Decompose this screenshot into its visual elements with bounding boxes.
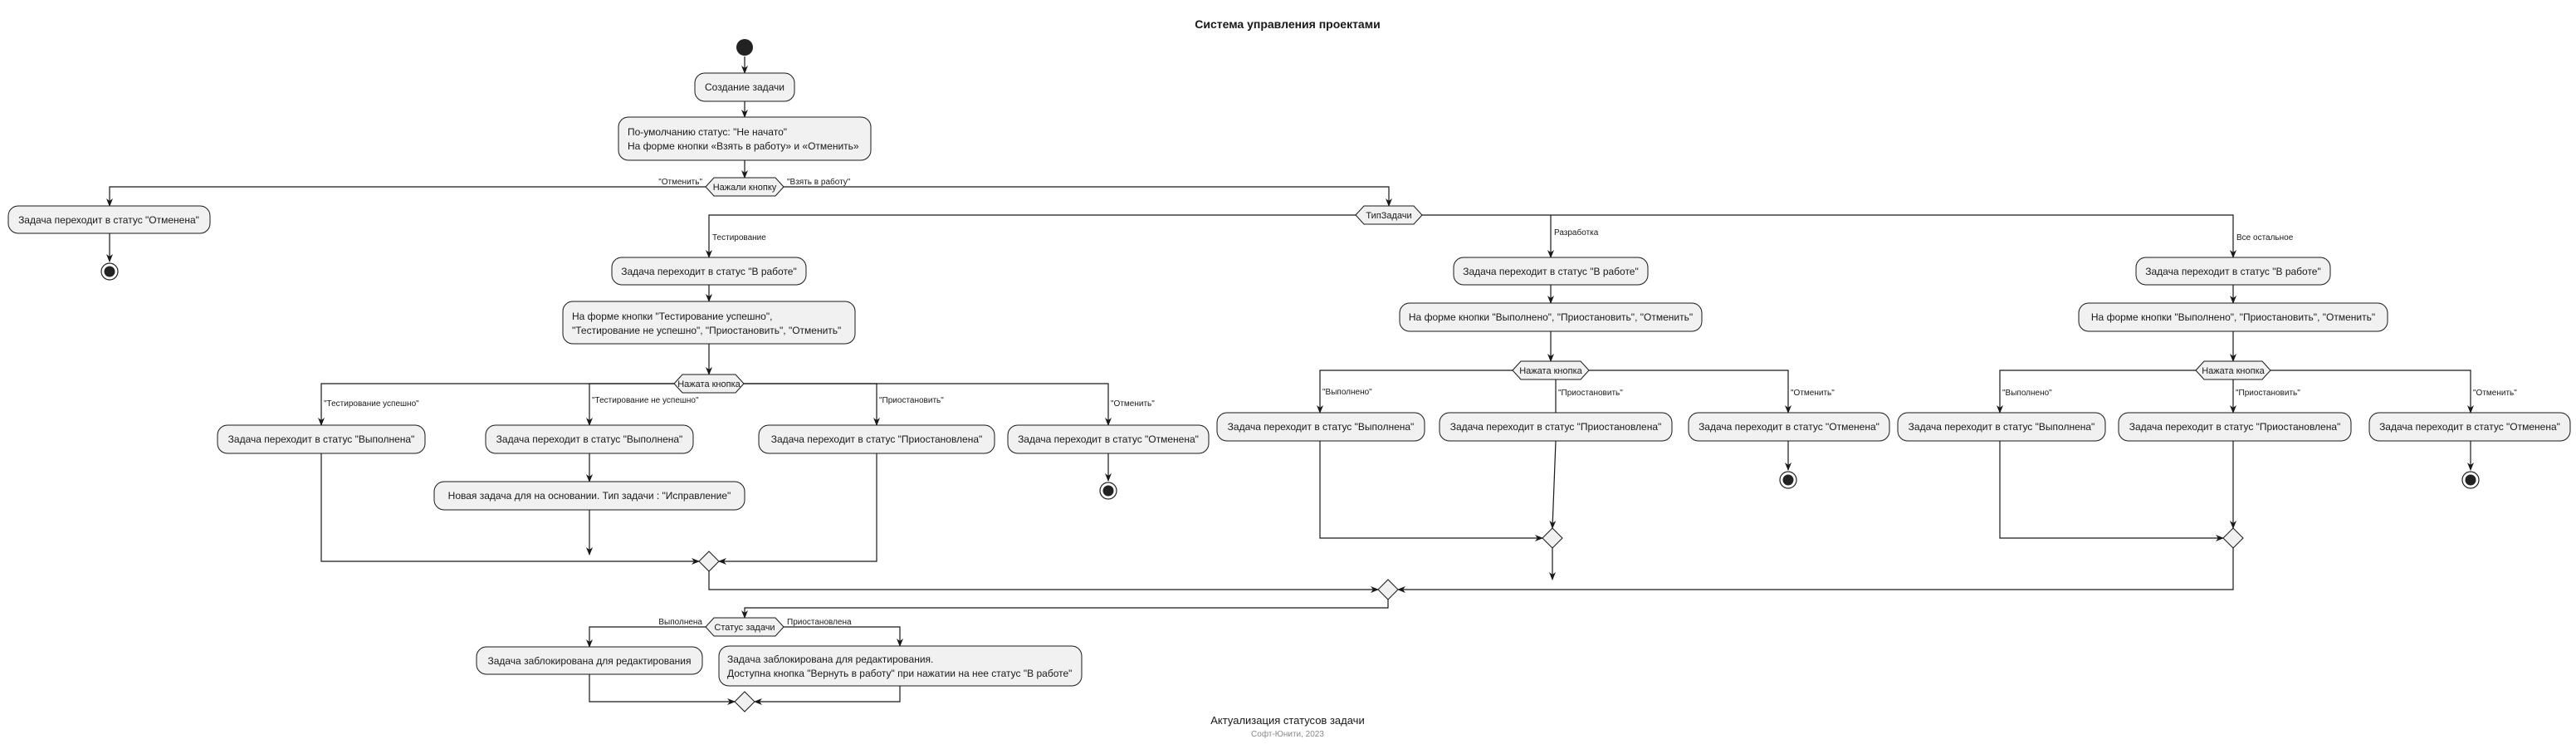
decision-oth-button: Нажата кнопка [2195,360,2271,380]
svg-text:На форме кнопки «Взять в работ: На форме кнопки «Взять в работу» и «Отме… [628,140,859,152]
label-take: "Взять в работу" [787,177,851,187]
merge-dev [1542,527,1563,549]
svg-text:Задача переходит в статус "В р: Задача переходит в статус "В работе" [2145,266,2321,277]
activity-oth-done: Задача переходит в статус "Выполнена" [1897,412,2106,442]
diagram-title: Система управления проектами [1195,17,1380,31]
activity-cancel-main: Задача переходит в статус "Отменена" [7,205,211,234]
svg-text:Задача заблокирована для редак: Задача заблокирована для редактирования. [727,654,933,665]
activity-test-inwork: Задача переходит в статус "В работе" [611,257,807,286]
decision-type: ТипЗадачи [1355,205,1423,225]
svg-text:Задача переходит в статус "При: Задача переходит в статус "Приостановлен… [1450,421,1662,433]
activity-create: Создание задачи [694,72,795,102]
svg-text:Создание задачи: Создание задачи [705,81,785,93]
label-test-pause: "Приостановить" [879,396,944,405]
decision-test-button: Нажата кнопка [673,374,745,394]
svg-text:Новая задача для на основании.: Новая задача для на основании. Тип задач… [448,490,731,502]
svg-text:Задача переходит в статус "Вып: Задача переходит в статус "Выполнена" [1909,421,2095,433]
label-testing: Тестирование [712,233,766,242]
edges [106,56,2474,705]
svg-text:Задача переходит в статус "Отм: Задача переходит в статус "Отменена" [1699,421,1879,433]
end-node [1779,471,1797,489]
label-suspended: Приостановлена [787,618,852,627]
label-oth-done: "Выполнено" [2002,389,2052,398]
start-node [736,39,753,56]
activity-test-form: На форме кнопки "Тестирование успешно", … [562,301,856,345]
activity-dev-inwork: Задача переходит в статус "В работе" [1453,257,1649,286]
label-dev-cancel: "Отменить" [1791,389,1835,398]
svg-text:Нажата кнопка: Нажата кнопка [2202,366,2265,376]
svg-text:Статус задачи: Статус задачи [714,623,775,633]
svg-text:На форме кнопки "Выполнено", ": На форме кнопки "Выполнено", "Приостанов… [1409,311,1693,323]
end-node [1099,482,1117,500]
activity-oth-form: На форме кнопки "Выполнено", "Приостанов… [2078,302,2388,332]
end-node [100,262,119,281]
activity-dev-form: На форме кнопки "Выполнено", "Приостанов… [1399,302,1703,332]
diagram-footer: Софт-Юнити, 2023 [1251,729,1324,739]
label-test-cancel: "Отменить" [1111,399,1155,409]
label-oth-pause: "Приостановить" [2236,389,2300,398]
activity-oth-inwork: Задача переходит в статус "В работе" [2135,257,2331,286]
merge-oth [2222,527,2244,549]
activity-dev-pause: Задача переходит в статус "Приостановлен… [1439,412,1673,442]
svg-text:Задача переходит в статус "В р: Задача переходит в статус "В работе" [621,266,797,277]
activity-dev-cancel: Задача переходит в статус "Отменена" [1688,412,1890,442]
activity-test-cancel: Задача переходит в статус "Отменена" [1007,424,1210,454]
end-node [2461,471,2480,489]
activity-locked-return: Задача заблокирована для редактирования.… [718,645,1083,687]
activity-test-done-1: Задача переходит в статус "Выполнена" [217,424,426,454]
svg-text:Задача переходит в статус "Отм: Задача переходит в статус "Отменена" [1018,433,1199,445]
activity-oth-pause: Задача переходит в статус "Приостановлен… [2118,412,2352,442]
label-test-ok: "Тестирование успешно" [324,399,419,409]
svg-text:Задача переходит в статус "При: Задача переходит в статус "Приостановлен… [771,433,983,445]
svg-text:Нажата кнопка: Нажата кнопка [1519,366,1582,376]
label-other: Все остальное [2236,233,2294,242]
activity-test-new-task: Новая задача для на основании. Тип задач… [433,481,745,511]
svg-text:Задача переходит в статус "Отм: Задача переходит в статус "Отменена" [2379,421,2560,433]
activity-test-done-2: Задача переходит в статус "Выполнена" [485,424,694,454]
svg-text:ТипЗадачи: ТипЗадачи [1366,211,1411,221]
svg-text:Нажали кнопку: Нажали кнопку [713,183,777,193]
label-development: Разработка [1554,228,1599,237]
svg-text:По-умолчанию статус: "Не начат: По-умолчанию статус: "Не начато" [628,126,787,138]
decision-status: Статус задачи [705,617,785,637]
label-test-fail: "Тестирование не успешно" [592,396,699,405]
svg-text:На форме кнопки "Тестирование: На форме кнопки "Тестирование успешно", [572,311,772,322]
merge-test [698,551,720,572]
diagram-caption: Актуализация статусов задачи [1210,714,1364,727]
activity-oth-cancel: Задача переходит в статус "Отменена" [2368,412,2571,442]
activity-dev-done: Задача переходит в статус "Выполнена" [1216,412,1425,442]
label-dev-done: "Выполнено" [1322,388,1372,397]
svg-text:"Тестирование не успешно", "Пр: "Тестирование не успешно", "Приостановит… [572,325,841,336]
svg-text:Задача переходит в статус "Вып: Задача переходит в статус "Выполнена" [496,433,683,445]
label-cancel: "Отменить" [658,178,702,187]
svg-text:На форме кнопки "Выполнено", ": На форме кнопки "Выполнено", "Приостанов… [2091,311,2375,323]
activity-locked: Задача заблокирована для редактирования [476,646,703,675]
svg-text:Задача переходит в статус "Вып: Задача переходит в статус "Выполнена" [1228,421,1415,433]
activity-test-pause: Задача переходит в статус "Приостановлен… [758,424,995,454]
svg-text:Задача переходит в статус "Вып: Задача переходит в статус "Выполнена" [228,433,415,445]
decision-pressed: Нажали кнопку [705,177,785,197]
label-oth-cancel: "Отменить" [2473,389,2517,398]
decision-dev-button: Нажата кнопка [1512,360,1590,380]
label-done: Выполнена [658,618,702,627]
svg-text:Задача заблокирована для редак: Задача заблокирована для редактирования [487,655,691,667]
svg-text:Задача переходит в статус "Отм: Задача переходит в статус "Отменена" [18,214,199,226]
svg-text:Задача переходит в статус "В р: Задача переходит в статус "В работе" [1463,266,1639,277]
svg-text:Задача переходит в статус "При: Задача переходит в статус "Приостановлен… [2129,421,2341,433]
activity-default-status: По-умолчанию статус: "Не начато" На форм… [618,116,872,161]
merge-final [734,691,755,712]
merge-all [1377,579,1399,600]
svg-text:Нажата кнопка: Нажата кнопка [677,379,741,389]
svg-text:Доступна кнопка "Вернуть в раб: Доступна кнопка "Вернуть в работу" при н… [727,668,1072,679]
label-dev-pause: "Приостановить" [1558,389,1623,398]
